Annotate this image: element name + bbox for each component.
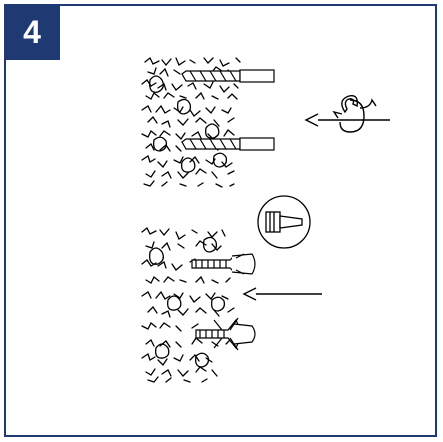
drill-bit-upper [181,69,275,83]
wall-texture-bottom [141,226,235,383]
drilling-step-group [141,56,390,188]
wall-texture-top [141,56,241,188]
rotation-arrow-icon [304,95,390,133]
step-number-badge: 4 [4,4,60,60]
panel-border [4,4,437,437]
insert-arrow-icon [242,287,322,301]
hammer-icon [257,195,311,249]
wall-anchor-lower [195,317,256,351]
wall-anchor-upper [191,253,256,275]
drill-bit-lower [181,137,275,151]
anchor-step-group [141,195,322,383]
